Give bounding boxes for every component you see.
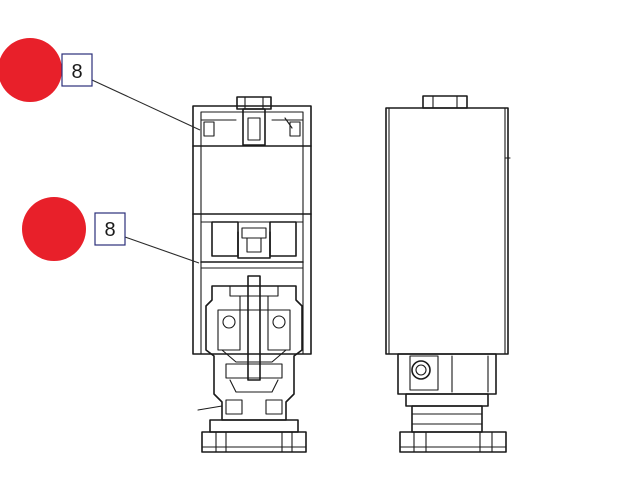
callout-1: 8	[0, 38, 201, 131]
callout-leader-1	[91, 79, 201, 131]
exterior-view	[385, 95, 511, 453]
callout-box-1	[61, 53, 93, 87]
callout-2: 8	[22, 197, 200, 264]
callout-label-1: 8	[71, 61, 82, 83]
callout-marker-1	[0, 38, 62, 102]
callout-marker-2	[22, 197, 86, 261]
callout-box-2	[94, 212, 126, 246]
callout-leader-2	[124, 236, 200, 264]
callout-label-2: 8	[104, 219, 115, 241]
section-view	[192, 96, 312, 453]
